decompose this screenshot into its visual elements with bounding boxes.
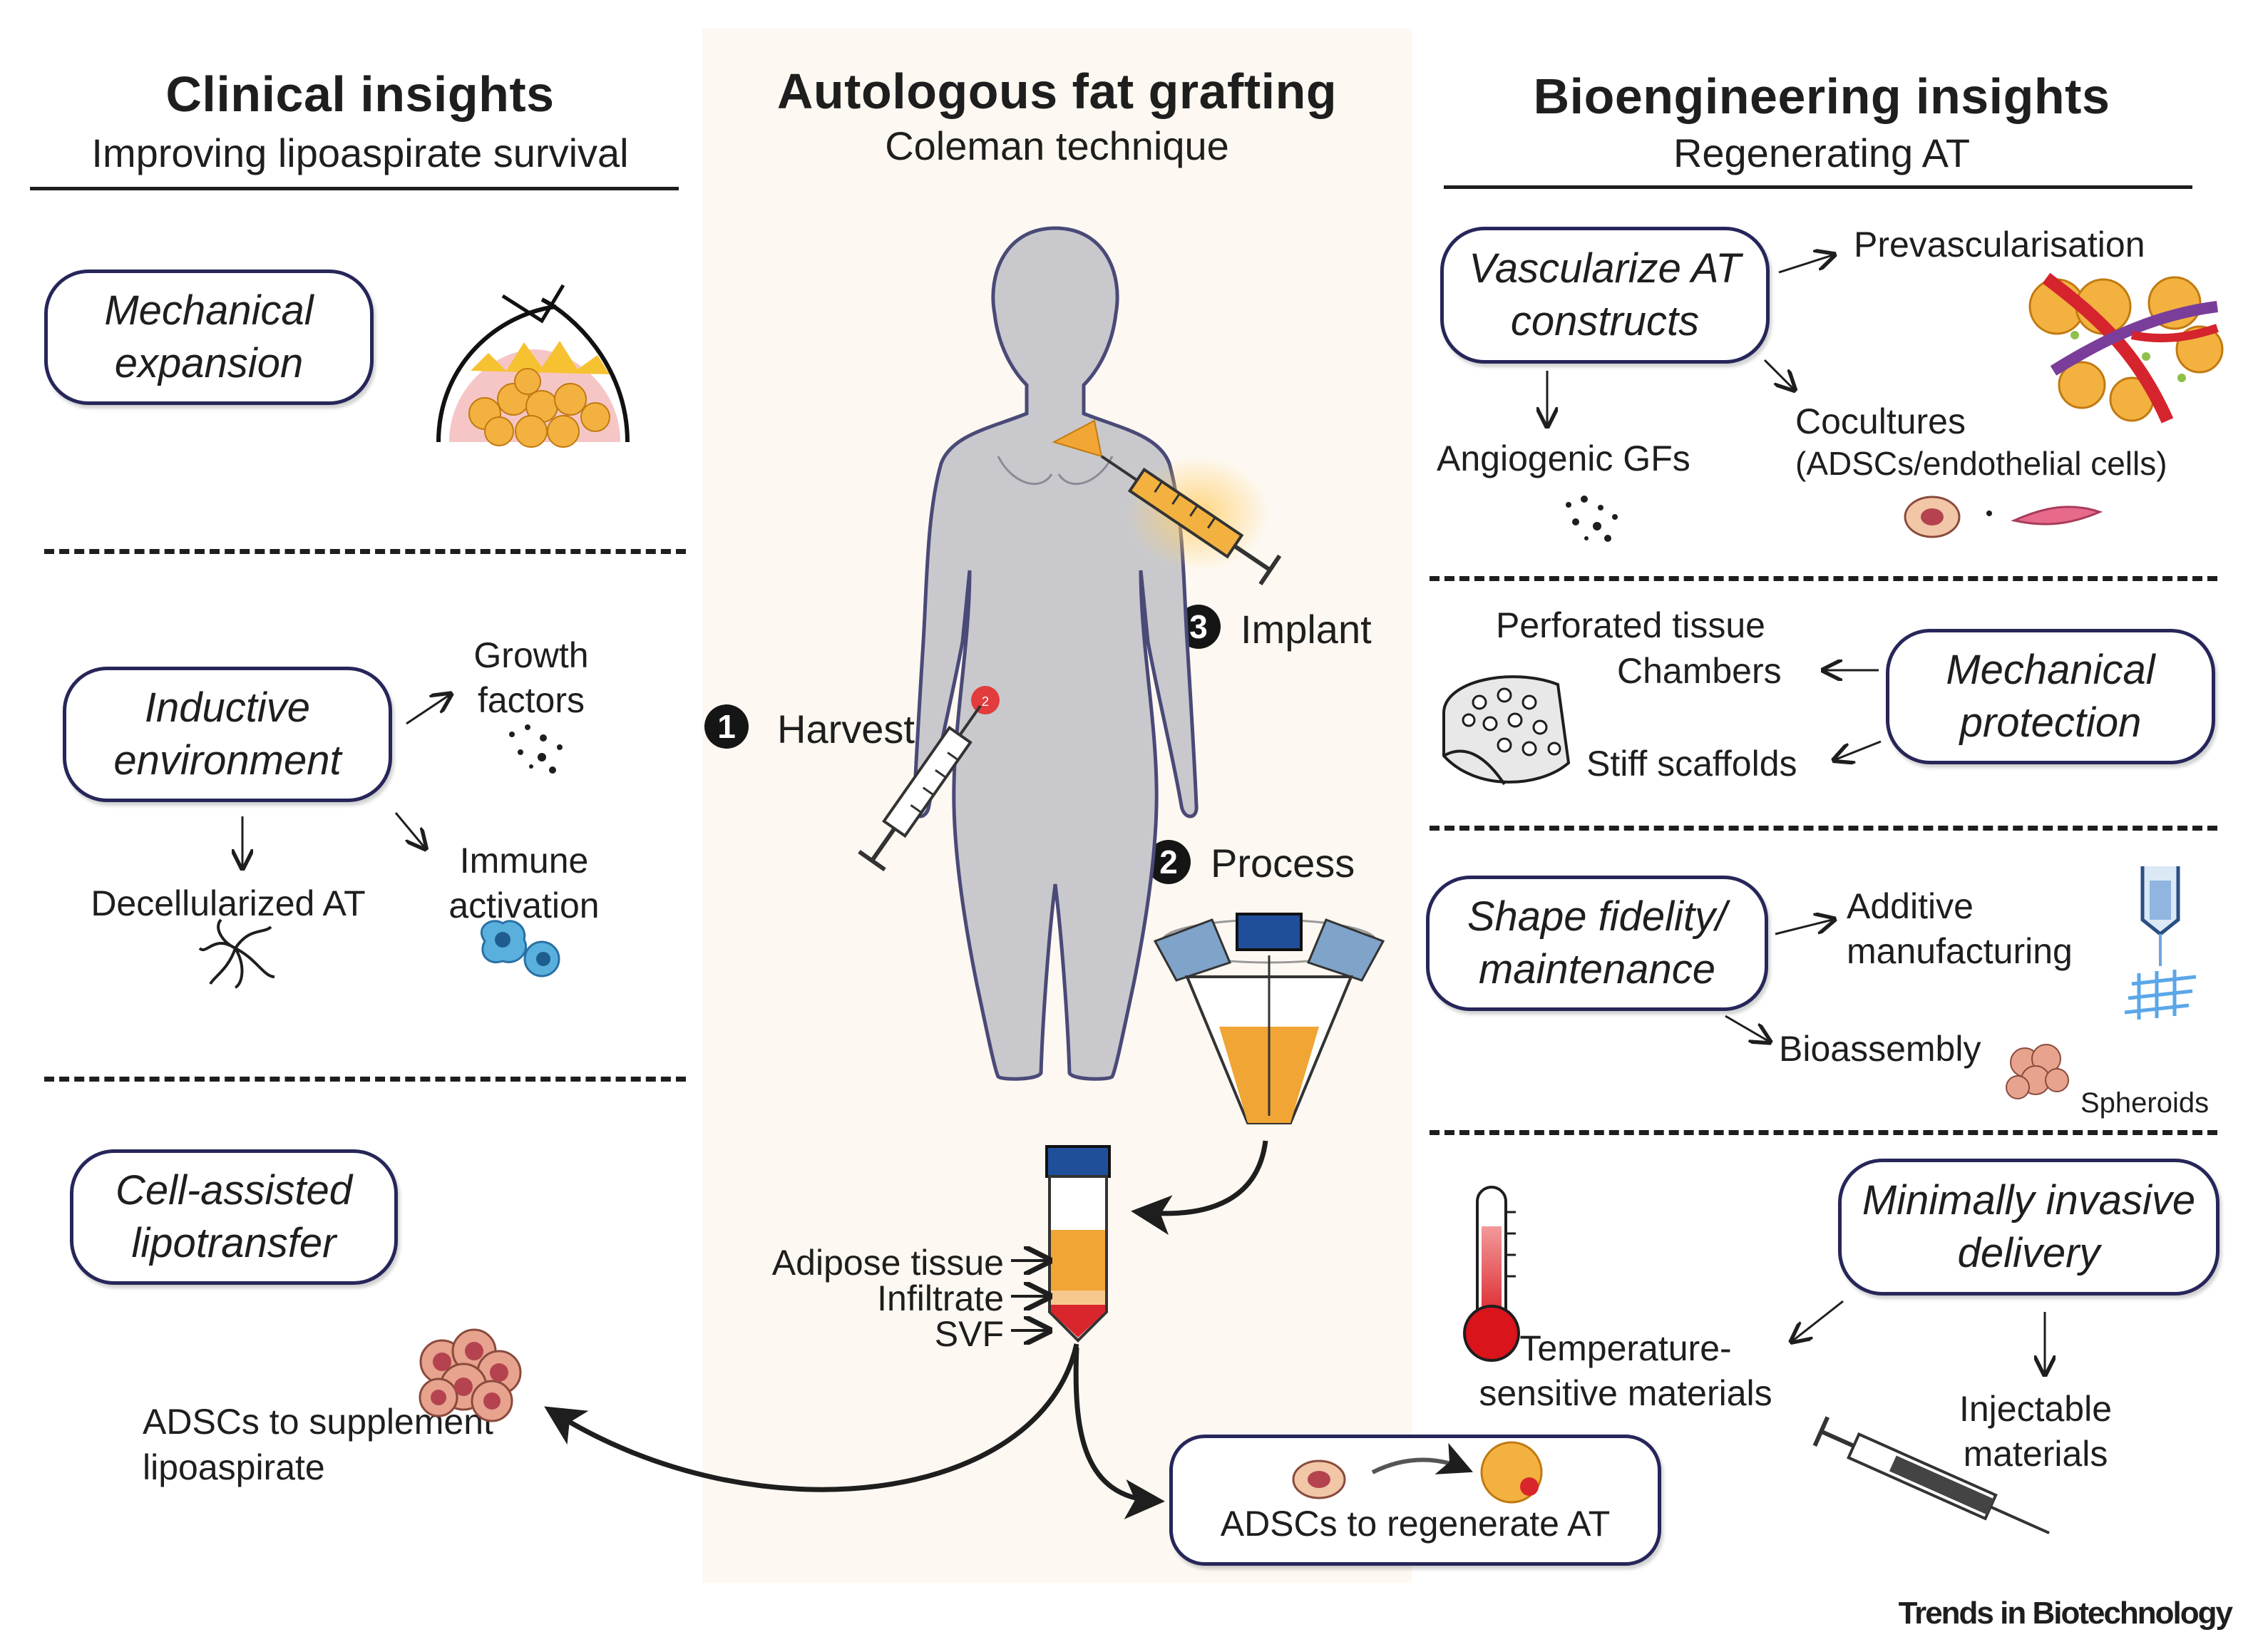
cocultures-sub-label: (ADSCs/endothelial cells) (1795, 445, 2167, 482)
right-separator-3 (1430, 1130, 2217, 1135)
left-heading-rule (30, 187, 679, 190)
human-silhouette-icon (912, 226, 1199, 1081)
right-subtitle: Regenerating AT (1673, 130, 1971, 175)
left-title: Clinical insights (165, 66, 555, 122)
decellularized-matrix-icon (198, 918, 275, 989)
tube-to-supplement-arrow (544, 1343, 1079, 1492)
chambers-label: Chambers (1617, 651, 1782, 691)
mechanical-protection-box: Mechanical protection (1886, 629, 2215, 764)
angiogenic-factor-dots-icon (1566, 496, 1618, 542)
immune-cells-icon (480, 920, 560, 978)
spheroids-label: Spheroids (2080, 1087, 2210, 1119)
stiff-scaffolds-label: Stiff scaffolds (1586, 744, 1797, 784)
adsc-cluster-icon (419, 1328, 522, 1422)
thermometer-icon (1463, 1186, 1520, 1362)
journal-credit: Trends in Biotechnology (1898, 1596, 2233, 1631)
temperature-sensitive-label: Temperature- sensitive materials (1479, 1328, 1772, 1413)
left-separator-2 (44, 1077, 686, 1082)
process-to-tube-arrow (1131, 1140, 1268, 1236)
adsc-to-adipocyte-icon (1292, 1441, 1543, 1504)
cocultures-label: Cocultures (1795, 401, 1966, 441)
arrow-to-growth-factors (406, 695, 449, 725)
inductive-environment-box: Inductive environment (63, 667, 392, 802)
expansion-dome-icon (436, 284, 630, 448)
shape-fidelity-box: Shape fidelity/ maintenance (1426, 876, 1768, 1011)
decellularized-at-label: Decellularized AT (91, 883, 366, 923)
left-separator-1 (44, 549, 686, 554)
prevascularised-tissue-icon (2028, 272, 2224, 424)
vascularize-at-constructs-box: Vascularize AT constructs (1440, 227, 1770, 364)
left-subtitle: Improving lipoaspirate survival (91, 130, 629, 175)
arrow-to-immune (394, 812, 424, 847)
prevascularisation-label: Prevascularisation (1854, 225, 2145, 265)
additive-manufacturing-label: Additive manufacturing (1847, 886, 2073, 971)
step-process-label: Process (1211, 841, 1355, 886)
minimally-invasive-delivery-box: Minimally invasive delivery (1838, 1159, 2219, 1296)
center-subtitle: Coleman technique (885, 123, 1229, 168)
adscs-regenerate-label: ADSCs to regenerate AT (1220, 1503, 1611, 1544)
right-separator-1 (1430, 576, 2217, 581)
growth-factor-dots-icon (509, 724, 563, 774)
right-separator-2 (1430, 826, 2217, 831)
spheroids-icon (2006, 1044, 2069, 1099)
arrow-to-prevascularisation (1778, 255, 1832, 274)
injectable-materials-label: Injectable materials (1959, 1389, 2113, 1474)
growth-factors-label: Growth factors (473, 635, 589, 720)
coculture-cells-icon (1904, 496, 2103, 538)
harvest-syringe-icon: 2 (858, 686, 1000, 872)
arrow-to-bioassembly (1725, 1015, 1768, 1041)
arrow-to-temperature (1793, 1300, 1844, 1340)
immune-activation-label: Immune activation (448, 841, 600, 925)
right-title: Bioengineering insights (1533, 68, 2110, 124)
tube-label-adipose: Adipose tissue (771, 1243, 1004, 1283)
bioprinter-nozzle-icon (2124, 866, 2197, 1020)
mechanical-expansion-box: Mechanical expansion (44, 270, 374, 405)
cell-assisted-lipotransfer-box: Cell-assisted lipotransfer (70, 1149, 398, 1285)
step-implant-label: Implant (1241, 607, 1372, 652)
tube-to-regenerate-arrow (1073, 1347, 1165, 1519)
step-harvest-label: Harvest (777, 707, 915, 751)
adscs-regenerate-box: ADSCs to regenerate AT (1169, 1435, 1661, 1566)
center-title: Autologous fat grafting (776, 63, 1338, 119)
centrifuge-icon (1153, 913, 1385, 1124)
implant-syringe-icon (1100, 455, 1282, 585)
angiogenic-gfs-label: Angiogenic GFs (1437, 438, 1690, 478)
tube-label-svf: SVF (934, 1314, 1004, 1354)
arrow-to-stiff-scaffolds (1836, 740, 1882, 759)
separated-tube-icon (1011, 1145, 1111, 1340)
arrow-to-additive (1775, 920, 1832, 935)
injectable-syringe-icon (1812, 1416, 2050, 1534)
step-1-badge: 1 (704, 704, 749, 749)
bioassembly-label: Bioassembly (1779, 1029, 1981, 1069)
perforated-tissue-label: Perforated tissue (1496, 605, 1765, 645)
tube-label-infiltrate: Infiltrate (877, 1278, 1004, 1318)
right-heading-rule (1444, 185, 2192, 189)
perforated-chamber-icon (1442, 675, 1571, 786)
svg-text:2: 2 (982, 694, 989, 709)
arrow-to-cocultures (1763, 359, 1793, 389)
